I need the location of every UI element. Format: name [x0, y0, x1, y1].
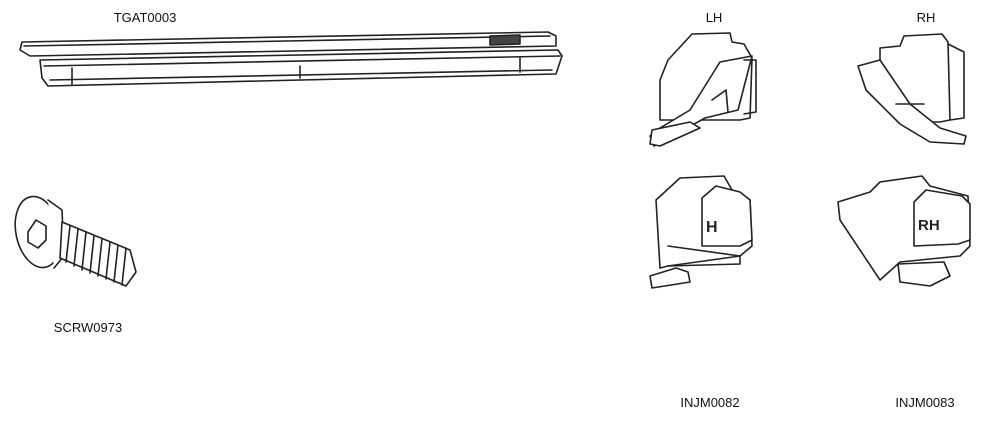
rh-clip-drawing-top [857, 33, 967, 145]
rail-part-number: TGAT0003 [113, 10, 177, 25]
lh-side-label: LH [705, 10, 723, 25]
lh-clip-drawing-bottom: H [649, 175, 753, 289]
lh-clip-part-number: INJM0082 [680, 395, 740, 410]
rh-embossed-text: RH [918, 217, 940, 234]
rh-clip-drawing-bottom: RH [837, 175, 971, 287]
screw-part-number: SCRW0973 [53, 320, 123, 335]
rh-side-label: RH [916, 10, 936, 25]
lh-clip-drawing-top [649, 32, 757, 147]
lh-embossed-text: H [706, 219, 718, 236]
rail-drawing [19, 31, 563, 87]
screw-drawing [14, 195, 137, 287]
rh-clip-part-number: INJM0083 [895, 395, 955, 410]
